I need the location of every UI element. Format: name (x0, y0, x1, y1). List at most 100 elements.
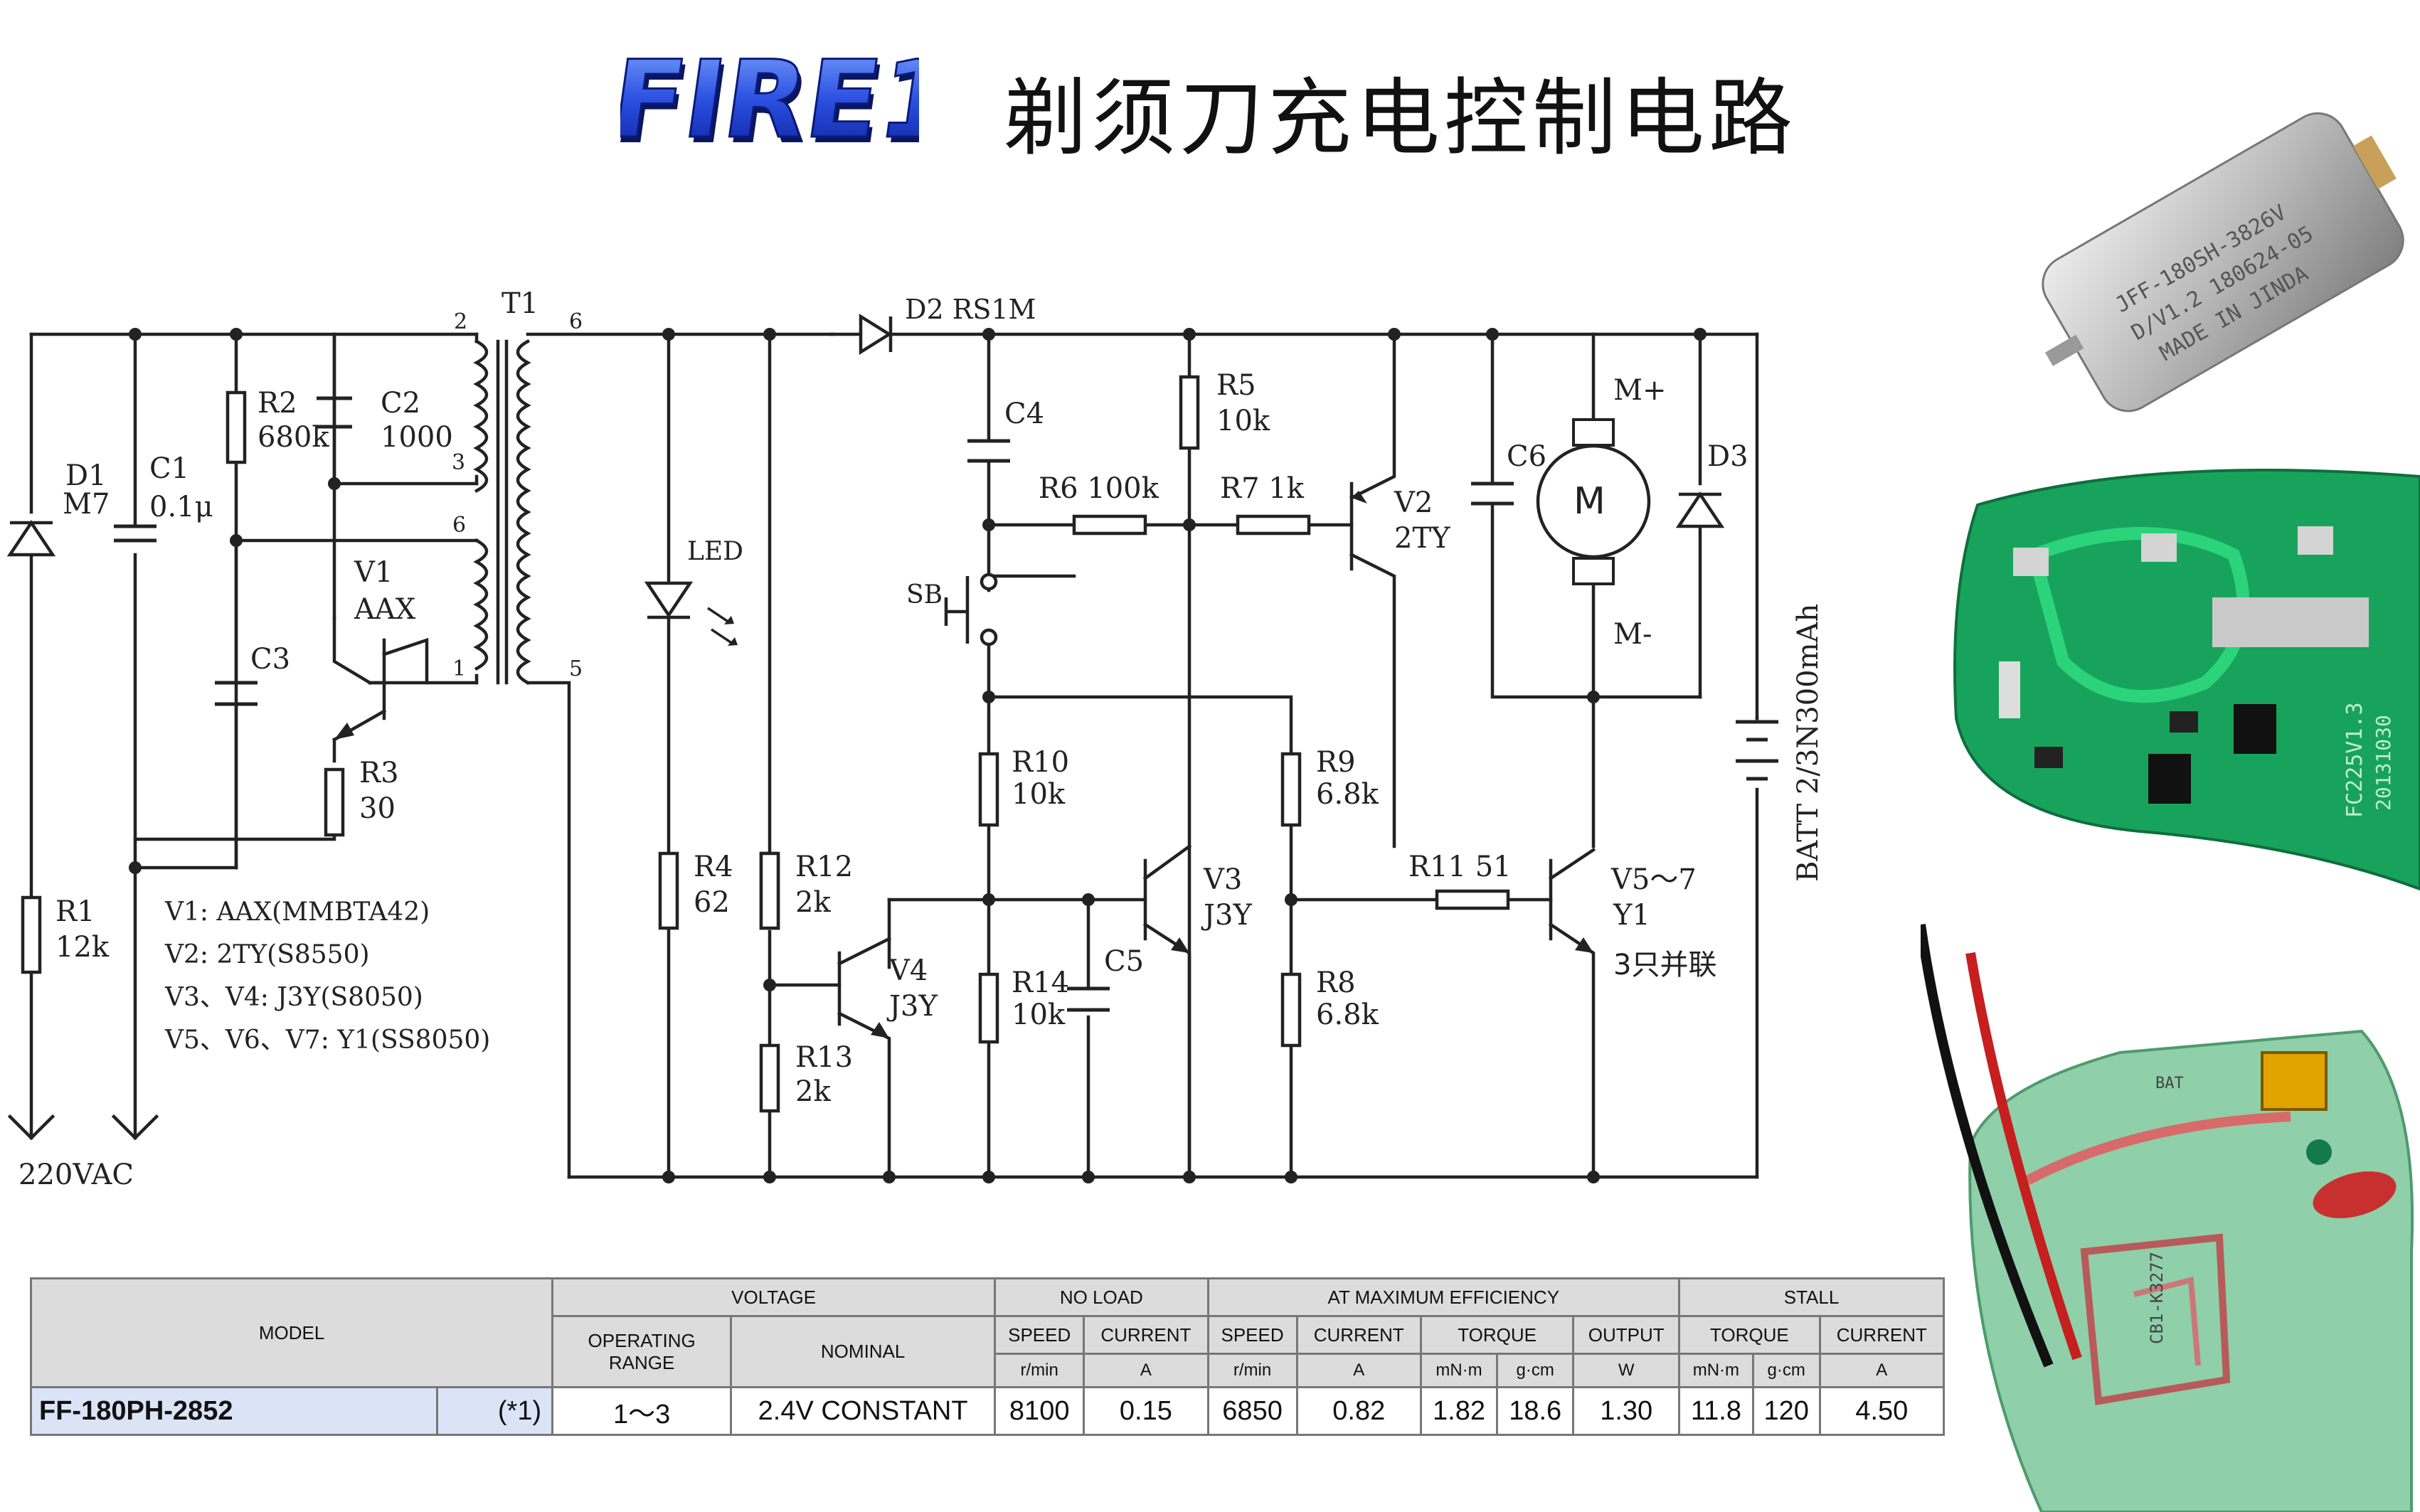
fire1-logo: FIRE1 FIRE1 (620, 43, 919, 164)
label-r8-val: 6.8k (1316, 999, 1379, 1031)
nominal-cell: 2.4V CONSTANT (730, 1386, 997, 1436)
label-c1-val: 0.1μ (149, 491, 213, 523)
label-m-minus: M- (1613, 618, 1652, 651)
unit-cell: W (1572, 1353, 1681, 1388)
photo-text: CB1-K3277 (2147, 1252, 2167, 1344)
label-r1-val: 12k (55, 931, 110, 964)
note-cell: (*1) (435, 1386, 554, 1436)
label-r11: R11 51 (1408, 851, 1512, 883)
label-v4-name: V4 (888, 954, 928, 987)
label-c1-name: C1 (149, 452, 189, 485)
label-t1-pin-3: 3 (452, 450, 465, 475)
label-r9-val: 6.8k (1316, 778, 1379, 811)
table-row: FF-180PH-2852 (*1) 1～3 2.4V CONSTANT 810… (30, 1386, 1946, 1436)
label-r8-name: R8 (1316, 967, 1356, 999)
label-r14-name: R14 (1012, 967, 1069, 999)
header-nominal: NOMINAL (730, 1315, 997, 1388)
unit-cell: A (1818, 1353, 1946, 1388)
header-current: CURRENT (1083, 1315, 1209, 1355)
label-t1-pin-5: 5 (569, 656, 583, 681)
header-current: CURRENT (1295, 1315, 1422, 1355)
label-ac-input: 220VAC (18, 1159, 134, 1191)
label-v4-val: J3Y (886, 990, 938, 1023)
label-r13-name: R13 (795, 1041, 853, 1074)
me-current-cell: 0.82 (1295, 1386, 1422, 1436)
header-speed: SPEED (994, 1315, 1086, 1355)
st-torque-mnm-cell: 11.8 (1678, 1386, 1754, 1436)
label-v1-val: AAX (354, 593, 416, 626)
photo-text: 20131030 (2372, 715, 2395, 811)
label-r3-val: 30 (359, 792, 396, 825)
label-v3-name: V3 (1203, 863, 1242, 896)
unit-cell: r/min (994, 1353, 1086, 1388)
label-v5-note: 3只并联 (1613, 949, 1716, 981)
header-stall: STALL (1678, 1277, 1945, 1317)
label-r4-name: R4 (694, 851, 733, 883)
label-m-plus: M+ (1613, 374, 1666, 407)
unit-cell: mN·m (1419, 1353, 1499, 1388)
label-r9-name: R9 (1316, 746, 1356, 779)
label-t1-pin-6b: 6 (569, 309, 583, 334)
label-d2: D2 RS1M (905, 294, 1036, 325)
header-speed: SPEED (1206, 1315, 1298, 1355)
unit-cell: A (1083, 1353, 1209, 1388)
label-motor: M (1573, 480, 1606, 523)
label-r2-name: R2 (258, 387, 297, 420)
label-r14-val: 10k (1012, 999, 1066, 1031)
header-torque: TORQUE (1678, 1315, 1821, 1355)
pcb-bottom-photo: CB1-K3277 BAT (1921, 924, 2414, 1512)
me-torque-gcm-cell: 18.6 (1496, 1386, 1575, 1436)
header-voltage: VOLTAGE (551, 1277, 997, 1317)
header-output: OUTPUT (1572, 1315, 1681, 1355)
label-battery: BATT 2/3N300mAh (1792, 604, 1825, 882)
page-title: 剃须刀充电控制电路 (1003, 69, 1798, 167)
label-r12-name: R12 (795, 851, 853, 883)
header-torque: TORQUE (1419, 1315, 1575, 1355)
unit-cell: r/min (1206, 1353, 1298, 1388)
label-v5-val: Y1 (1613, 899, 1650, 932)
st-torque-gcm-cell: 120 (1751, 1386, 1821, 1436)
label-r10-name: R10 (1012, 746, 1069, 779)
label-c2-name: C2 (381, 387, 420, 420)
label-r10-val: 10k (1012, 778, 1066, 811)
label-led: LED (687, 537, 743, 566)
label-legend-4: V5、V6、V7: Y1(SS8050) (164, 1026, 490, 1055)
label-r7: R7 1k (1220, 472, 1305, 505)
st-current-cell: 4.50 (1818, 1386, 1946, 1436)
label-legend-3: V3、V4: J3Y(S8050) (164, 983, 423, 1012)
label-d1-val: M7 (63, 488, 110, 521)
label-v2-val: 2TY (1394, 522, 1450, 555)
header-no-load: NO LOAD (994, 1277, 1209, 1317)
label-t1-pin-1: 1 (452, 656, 466, 681)
header-model: MODEL (29, 1277, 554, 1388)
label-r4-val: 62 (694, 886, 730, 919)
motor-spec-table: MODEL VOLTAGE NO LOAD AT MAXIMUM EFFICIE… (29, 1277, 1946, 1436)
header-current: CURRENT (1818, 1315, 1946, 1355)
label-legend-2: V2: 2TY(S8550) (164, 940, 370, 969)
header-operating-range: OPERATING RANGE (551, 1315, 733, 1388)
photo-text: FC225V1.3 (2342, 702, 2367, 818)
label-sb: SB (906, 580, 943, 609)
unit-cell: A (1295, 1353, 1422, 1388)
label-v3-val: J3Y (1201, 899, 1252, 932)
label-r1-name: R1 (55, 895, 95, 928)
me-torque-mnm-cell: 1.82 (1419, 1386, 1499, 1436)
photo-text: FIRE1 (620, 43, 919, 164)
label-v2-name: V2 (1394, 486, 1433, 519)
label-v5-name: V5～7 (1610, 863, 1697, 896)
photo-text: BAT (2155, 1075, 2184, 1092)
header-max-efficiency: AT MAXIMUM EFFICIENCY (1206, 1277, 1681, 1317)
label-legend-1: V1: AAX(MMBTA42) (164, 898, 430, 927)
label-d1-name: D1 (65, 459, 107, 492)
label-v1-name: V1 (354, 556, 393, 589)
label-r3-name: R3 (359, 757, 399, 789)
nl-current-cell: 0.15 (1083, 1386, 1209, 1436)
label-d3: D3 (1707, 440, 1748, 473)
label-t1-pin-2: 2 (454, 309, 467, 334)
label-c4: C4 (1004, 398, 1044, 430)
label-c3-name: C3 (250, 643, 290, 676)
label-t1-pin-6a: 6 (452, 513, 466, 538)
model-cell: FF-180PH-2852 (30, 1386, 438, 1436)
motor-photo: JFF-180SH-3826V D/V1.2 180624-05 MADE IN… (2042, 112, 2404, 412)
